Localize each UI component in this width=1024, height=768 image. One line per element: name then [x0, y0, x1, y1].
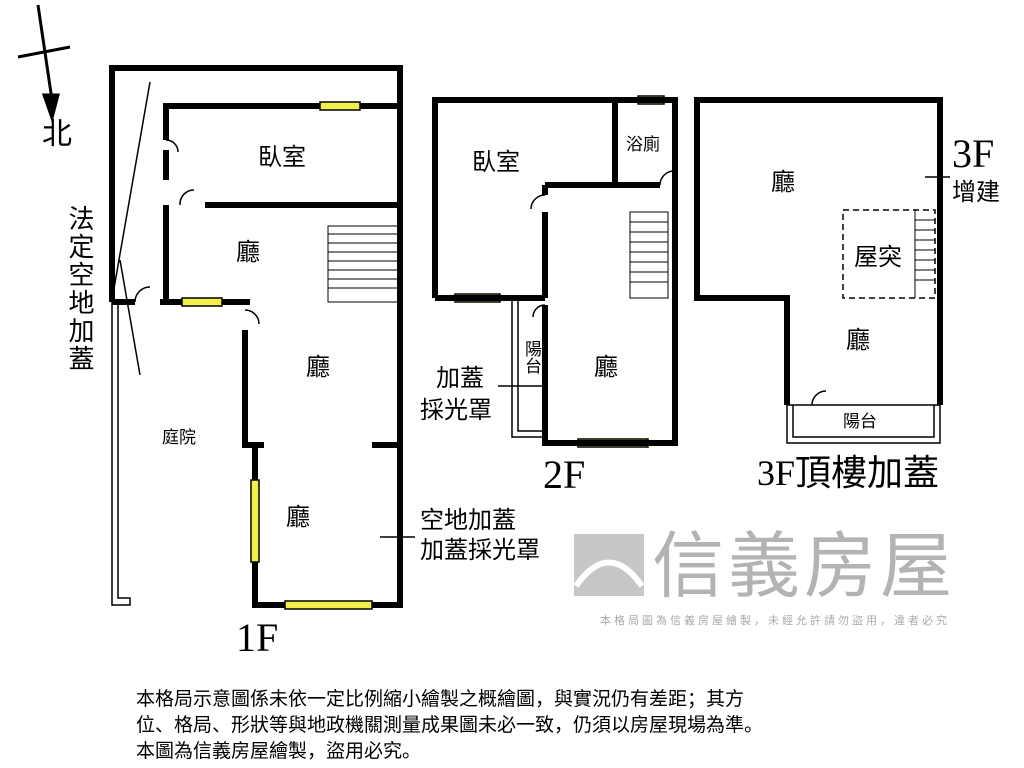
floor2-stairs	[629, 211, 669, 299]
f3-hall-lower-label: 廳	[846, 326, 870, 354]
f1-annotation-2: 加蓋採光罩	[420, 536, 540, 564]
f2-bathroom-label: 浴廁	[626, 135, 660, 155]
f1-label: 1F	[236, 615, 279, 660]
floor1-stairs	[327, 225, 399, 303]
f3-roof-protrusion-label: 屋突	[854, 243, 902, 271]
compass-icon	[17, 4, 71, 124]
f2-balcony-label: 陽台	[521, 340, 541, 374]
f3-extension-label: 增建	[952, 178, 1000, 206]
f3-hall-upper-label: 廳	[771, 168, 795, 196]
f1-courtyard-label: 庭院	[162, 428, 196, 448]
f1-hall-lower-label: 廳	[286, 503, 310, 531]
floor1-courtyard-boundary	[111, 81, 415, 606]
f3-title: 3F頂樓加蓋	[757, 453, 940, 493]
legal-open-space-label: 法定空地加蓋	[64, 205, 94, 373]
f3-label: 3F	[952, 131, 995, 176]
floor2-balcony	[498, 297, 545, 438]
f3-balcony-label: 陽台	[843, 412, 877, 432]
f2-annotation-1: 加蓋	[436, 364, 484, 392]
f2-hall-label: 廳	[594, 353, 618, 381]
watermark-brand: 信義房屋	[652, 524, 957, 608]
f1-bedroom-label: 臥室	[258, 143, 306, 171]
f2-label: 2F	[543, 452, 586, 497]
f2-bedroom-label: 臥室	[472, 148, 520, 176]
floor3-stairs	[914, 210, 935, 298]
watermark-logo-icon	[573, 534, 645, 596]
disclaimer-line-1: 本格局示意圖係未依一定比例縮小繪製之概繪圖，與實況仍有差距；其方	[136, 688, 745, 710]
disclaimer: 本格局示意圖係未依一定比例縮小繪製之概繪圖，與實況仍有差距；其方 位、格局、形狀…	[136, 686, 763, 764]
f1-hall-upper-label: 廳	[236, 238, 260, 266]
f1-annotation-1: 空地加蓋	[420, 506, 516, 534]
disclaimer-line-2: 位、格局、形狀等與地政機關測量成果圖未必一致，仍須以房屋現場為準。	[136, 714, 764, 736]
f1-hall-middle-label: 廳	[306, 353, 330, 381]
floor3-walls	[694, 97, 943, 405]
north-label: 北	[42, 117, 72, 152]
disclaimer-line-3: 本圖為信義房屋繪製，盜用必究。	[136, 740, 422, 762]
floor3-details	[786, 176, 950, 444]
watermark-notice: 本格局圖為信義房屋繪製，未經允許請勿盜用，違者必究	[600, 614, 950, 627]
f2-annotation-2: 採光罩	[420, 396, 492, 424]
